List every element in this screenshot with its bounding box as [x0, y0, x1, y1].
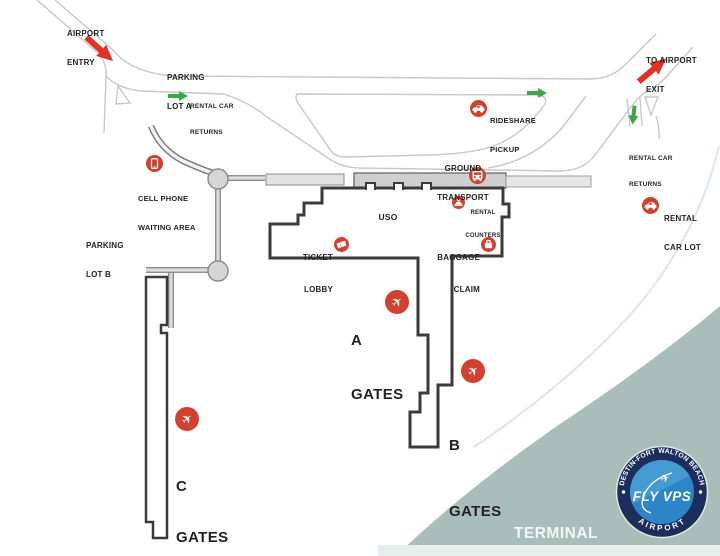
a-gates-plane-icon: ✈: [385, 290, 409, 314]
label-parking-lot-b: PARKING LOT B: [86, 241, 124, 279]
terminal-door-bumps: [365, 182, 432, 190]
roundabout-upper: [207, 168, 229, 190]
label-baggage-claim: BAGGAGE CLAIM: [437, 253, 480, 294]
road-network: [36, 0, 694, 172]
service-roads: [146, 124, 265, 328]
traffic-island-left: [115, 84, 132, 105]
airport-exit-arrow-icon: [634, 53, 674, 91]
label-uso: USO: [378, 212, 398, 222]
traffic-island-right: [644, 96, 660, 118]
label-rental-counters: RENTAL COUNTERS: [465, 210, 501, 239]
label-rental-returns-left: RENTAL CAR RETURNS: [190, 103, 234, 136]
label-a-gates: A GATES: [351, 332, 404, 403]
logo-dot-right: [698, 490, 703, 494]
label-ground-transport: GROUND TRANSPORT: [437, 164, 489, 202]
logo-center-text: FLY VPS: [633, 489, 692, 504]
rental-returns-arrow-top-icon: [527, 85, 547, 103]
label-parking-lot-a: PARKING LOT A: [167, 73, 205, 111]
c-gates-plane-icon: ✈: [175, 407, 199, 431]
label-rideshare-pickup: RIDESHARE PICKUP: [490, 116, 536, 154]
b-gates-plane-icon: ✈: [461, 359, 485, 383]
label-airport-entry: AIRPORT ENTRY: [67, 29, 105, 67]
rideshare-car-icon: [470, 100, 487, 117]
roundabout-lower: [207, 260, 229, 282]
label-ticket-lobby: TICKET LOBBY: [302, 253, 333, 294]
svg-text:✈: ✈: [659, 471, 672, 486]
label-c-gates: C GATES: [176, 478, 229, 546]
label-rental-car-lot: RENTAL CAR LOT: [664, 214, 701, 252]
label-cell-phone-waiting-area: CELL PHONE WAITING AREA: [138, 194, 196, 232]
label-terminal-locations: TERMINAL LOCATIONS: [513, 525, 598, 542]
cell-phone-icon: [146, 155, 163, 172]
rental-car-lot-icon: [642, 197, 659, 214]
logo-plane-icon: ✈: [659, 471, 672, 486]
label-rental-returns-right: RENTAL CAR RETURNS: [629, 155, 673, 188]
rental-returns-arrow-right-icon: [622, 104, 642, 125]
rental-counters-icon: [452, 196, 465, 209]
c-gates-building: [144, 275, 169, 540]
label-b-gates: B GATES: [449, 437, 502, 520]
ground-transport-bus-icon: [469, 167, 486, 184]
terminal-building: [268, 186, 511, 449]
baggage-claim-icon: [481, 237, 496, 252]
label-to-airport-exit: TO AIRPORT EXIT: [646, 56, 697, 94]
airport-entry-arrow-icon: [78, 32, 118, 71]
rental-returns-arrow-left-icon: [168, 88, 188, 106]
logo-plane-trail: [641, 472, 673, 514]
ticket-lobby-icon: [334, 237, 349, 252]
swoosh-highlight-curve: [473, 145, 720, 448]
swoosh-bottom-strip: [378, 545, 720, 556]
logo-dot-left: [621, 490, 626, 494]
